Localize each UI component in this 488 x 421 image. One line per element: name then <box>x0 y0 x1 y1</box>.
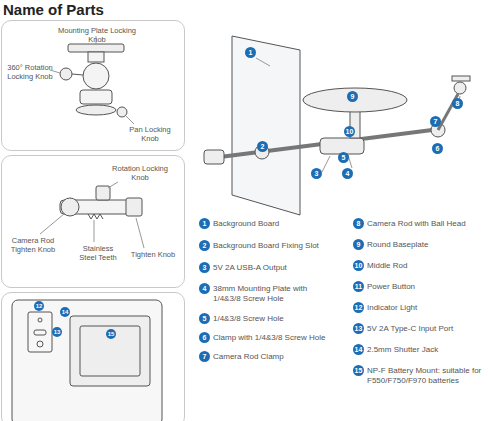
leader-line <box>136 218 144 248</box>
rod-end-knob <box>204 150 224 164</box>
callout-number: 14 <box>353 344 364 355</box>
main-product-drawing <box>204 36 470 215</box>
part-label: 360° Rotation Locking Knob <box>6 63 54 81</box>
callout-number: 14 <box>60 307 70 317</box>
plate-neck <box>88 52 104 62</box>
part-label: Rotation Locking Knob <box>110 164 170 182</box>
battery-mount-drawing <box>12 300 162 421</box>
part-name: 2.5mm Shutter Jack <box>367 345 488 355</box>
camera-plate <box>452 76 470 81</box>
middle-rod <box>212 129 440 158</box>
type-c-port <box>34 330 46 335</box>
knob-stem <box>72 74 83 75</box>
part-name: Middle Rod <box>367 261 488 271</box>
callout-number: 15 <box>353 365 364 376</box>
pan-base <box>76 105 116 115</box>
part-name: 38mm Mounting Plate with 1/4&3/8 Screw H… <box>213 284 318 304</box>
steel-teeth <box>88 214 103 219</box>
callout-number: 3 <box>199 262 210 273</box>
ball-head-drawing <box>50 36 134 124</box>
leader-line <box>256 58 270 66</box>
part-label: Stainless Steel Teeth <box>76 244 120 262</box>
callout-number: 2 <box>257 141 268 152</box>
callout-number: 4 <box>199 283 210 294</box>
part-name: Camera Rod with Ball Head <box>367 219 488 229</box>
part-name: Camera Rod Clamp <box>213 352 353 362</box>
callout-number: 10 <box>344 126 355 137</box>
leader-line <box>40 214 64 234</box>
callout-number: 11 <box>353 281 364 292</box>
ball-head <box>454 82 466 94</box>
rotation-knob <box>96 186 110 200</box>
callout-number: 9 <box>347 91 358 102</box>
clamp-drawing <box>40 182 144 248</box>
part-label: Pan Locking Knob <box>120 125 180 143</box>
background-board <box>232 36 300 215</box>
shutter-jack <box>37 341 43 347</box>
part-label: Camera Rod Tighten Knob <box>8 236 58 254</box>
battery-slot <box>80 326 140 376</box>
callout-number: 8 <box>353 218 364 229</box>
callout-number: 5 <box>338 152 349 163</box>
mounting-plate <box>68 44 124 52</box>
leader-line <box>126 116 134 124</box>
part-label: Mounting Plate Locking Knob <box>52 26 142 44</box>
part-name: Power Button <box>367 282 488 292</box>
indicator-light <box>38 318 42 322</box>
callout-number: 10 <box>353 260 364 271</box>
part-name: 5V 2A Type-C Input Port <box>367 324 488 334</box>
callout-number: 13 <box>52 327 62 337</box>
rod-clamp <box>61 198 79 216</box>
port-panel <box>28 312 52 352</box>
part-name: NP-F Battery Mount: suitable for F550/F7… <box>367 366 488 386</box>
ball-base <box>80 90 112 104</box>
callout-number: 6 <box>199 332 210 343</box>
callout-number: 9 <box>353 239 364 250</box>
callout-number: 8 <box>452 98 463 109</box>
callout-number: 15 <box>106 329 116 339</box>
part-label: Tighten Knob <box>128 250 178 259</box>
callout-number: 3 <box>311 168 322 179</box>
part-name: Background Board Fixing Slot <box>213 241 353 251</box>
leader-line <box>322 156 330 172</box>
parts-panel: Rotation Locking KnobCamera Rod Tighten … <box>1 155 185 288</box>
callout-number: 7 <box>430 116 441 127</box>
callout-number: 7 <box>199 351 210 362</box>
part-name: Indicator Light <box>367 303 488 313</box>
round-baseplate <box>303 88 407 112</box>
part-name: 1/4&3/8 Screw Hole <box>213 314 353 324</box>
base-housing <box>12 300 162 421</box>
page-title: Name of Parts <box>3 1 104 18</box>
part-name: 5V 2A USB-A Output <box>213 263 353 273</box>
callout-number: 12 <box>34 301 44 311</box>
callout-number: 5 <box>199 313 210 324</box>
part-name: Background Board <box>213 219 353 229</box>
callout-number: 1 <box>245 47 256 58</box>
leader-line <box>108 182 118 188</box>
callout-number: 4 <box>342 168 353 179</box>
callout-number: 12 <box>353 302 364 313</box>
ball <box>83 63 109 89</box>
callout-number: 1 <box>199 218 210 229</box>
battery-mount <box>70 316 150 386</box>
rotation-knob <box>60 68 72 80</box>
callout-number: 2 <box>199 240 210 251</box>
callout-number: 13 <box>353 323 364 334</box>
part-name: Round Baseplate <box>367 240 488 250</box>
callout-number: 6 <box>432 143 443 154</box>
part-name: Clamp with 1/4&3/8 Screw Hole <box>213 333 353 343</box>
parts-panel: 12 14 13 15 <box>1 292 185 421</box>
leader-line <box>94 220 95 242</box>
parts-panel: Mounting Plate Locking Knob 360° Rotation… <box>1 20 185 151</box>
pan-knob <box>117 107 127 117</box>
tighten-knob <box>126 198 142 216</box>
